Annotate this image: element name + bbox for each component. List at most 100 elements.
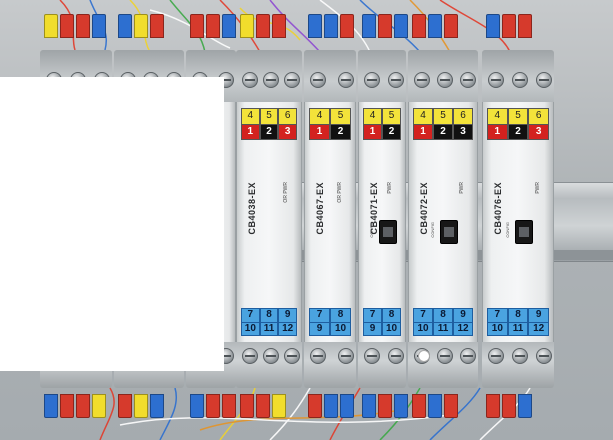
model-label: CB4072-EX [419, 182, 429, 235]
terminal-screw [488, 348, 504, 364]
status-led-labels: OR PWR [283, 182, 289, 203]
bottom-plug-row [486, 394, 532, 424]
terminal-screw [488, 72, 504, 88]
terminal-number-upper: 9 [454, 309, 472, 323]
terminal-number-upper: 6 [279, 109, 297, 125]
wire-plug [222, 394, 236, 418]
terminal-screw [242, 72, 258, 88]
wire-plug [362, 394, 376, 418]
wire-plug [486, 394, 500, 418]
top-plug-row [308, 14, 354, 44]
terminal-number-upper: 7 [310, 309, 329, 323]
terminal-screw [388, 348, 404, 364]
wire-plug [394, 394, 408, 418]
wire-plug [378, 14, 392, 38]
terminal-number-upper: 4 [242, 109, 259, 125]
bottom-plug-row [44, 394, 106, 424]
terminal-number-upper: 8 [260, 309, 278, 323]
terminal-number-lower: 12 [454, 322, 472, 335]
bottom-plug-row [362, 394, 408, 424]
wire-plug [378, 394, 392, 418]
terminal-number-lower: 3 [529, 124, 549, 139]
terminal-number-lower: 10 [331, 322, 350, 335]
wire-plug [118, 14, 132, 38]
terminal-number-lower: 1 [310, 124, 329, 139]
terminal-number-lower: 11 [434, 322, 452, 335]
terminal-number-lower: 2 [260, 124, 278, 139]
wire-plug [92, 14, 106, 38]
terminal-screw [338, 72, 354, 88]
terminal-number-lower: 10 [383, 322, 400, 335]
status-led-labels: PWR [459, 182, 465, 194]
wire-plug [206, 394, 220, 418]
wire-plug [44, 14, 58, 38]
wire-plug [518, 14, 532, 38]
terminal-screw [388, 72, 404, 88]
bottom-screw-block [482, 342, 554, 388]
terminal-number-lower: 12 [279, 322, 297, 335]
terminal-screw [536, 72, 552, 88]
wire-plug [518, 394, 532, 418]
terminal-screw [284, 72, 300, 88]
top-plug-row [44, 14, 106, 44]
config-port-label: CONFIG [430, 222, 435, 238]
top-plug-row [412, 14, 458, 44]
terminal-screw [512, 72, 528, 88]
config-port-label: CONFIG [369, 222, 374, 238]
terminal-screw [437, 348, 453, 364]
terminal-number-upper: 6 [454, 109, 472, 125]
wire-plug [340, 394, 354, 418]
top-screw-block [304, 50, 356, 102]
terminal-number-upper: 4 [364, 109, 381, 125]
wire-plug [134, 14, 148, 38]
terminal-number-lower: 3 [454, 124, 472, 139]
wire-plug [256, 394, 270, 418]
terminal-number-upper: 8 [383, 309, 400, 323]
terminal-screw [364, 72, 380, 88]
model-label: CB4038-EX [247, 182, 257, 235]
terminal-number-lower: 10 [414, 322, 432, 335]
wire-plug [394, 14, 408, 38]
terminal-number-upper: 7 [488, 309, 507, 323]
wire-plug [190, 394, 204, 418]
terminal-number-lower: 3 [279, 124, 297, 139]
wire-plug [118, 394, 132, 418]
wire-plug [324, 14, 338, 38]
terminal-number-upper: 9 [279, 309, 297, 323]
bottom-screw-block [358, 342, 406, 388]
wire-plug [340, 14, 354, 38]
terminal-number-upper: 5 [508, 109, 528, 125]
wire-plug [362, 14, 376, 38]
terminal-screw [460, 348, 476, 364]
bottom-screw-block [304, 342, 356, 388]
terminal-number-upper: 5 [331, 109, 350, 125]
wire-plug [324, 394, 338, 418]
bottom-plug-row [412, 394, 458, 424]
top-screw-block [482, 50, 554, 102]
